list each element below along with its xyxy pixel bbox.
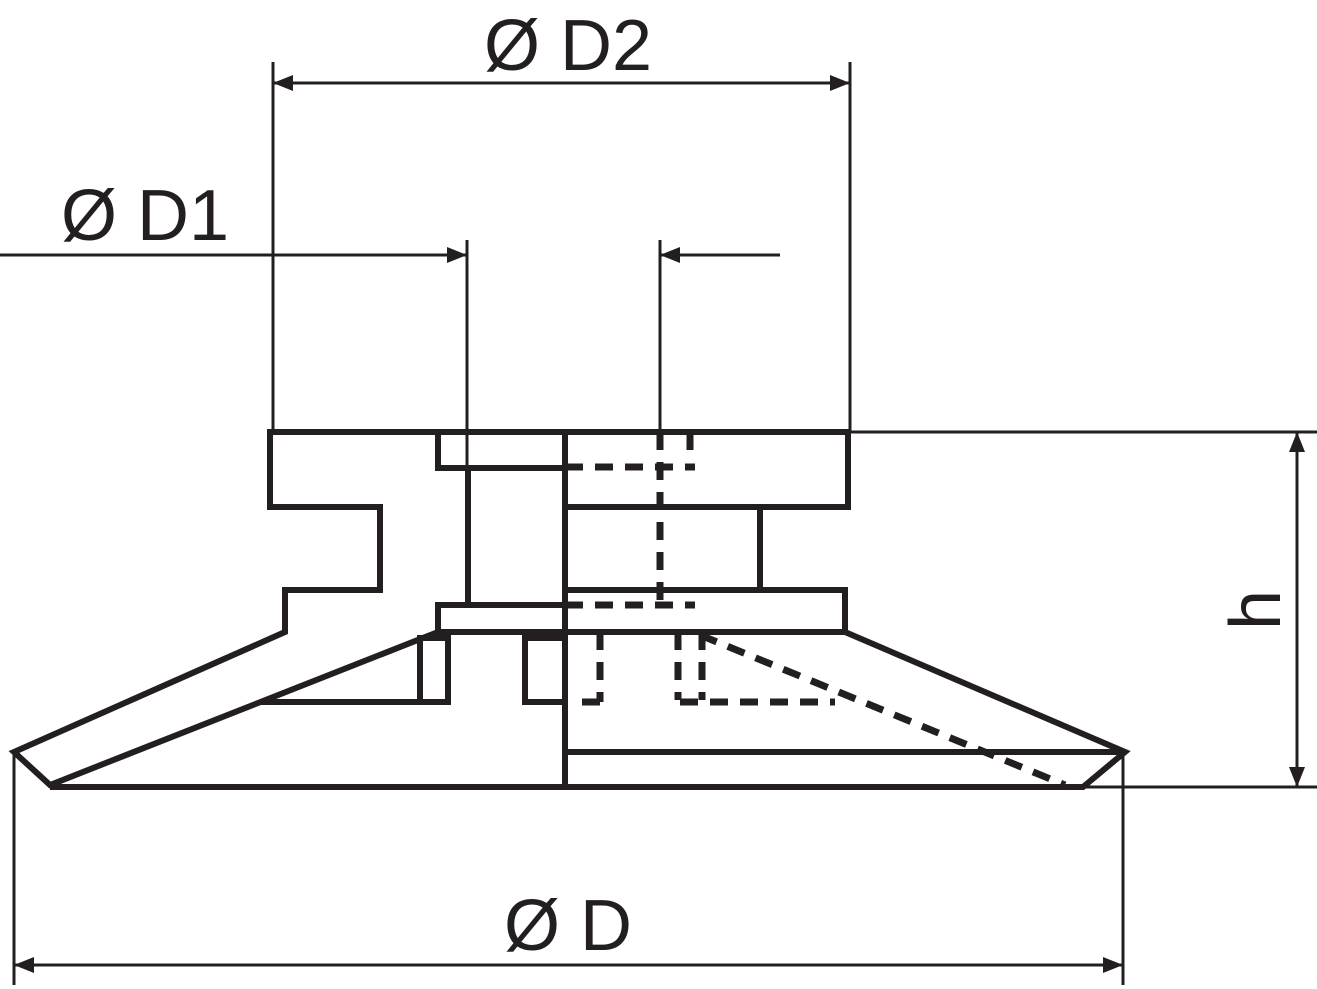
label-d1: Ø D1 — [61, 176, 229, 256]
left-insert — [417, 635, 451, 705]
label-h: h — [1216, 590, 1296, 630]
right-insert — [522, 635, 568, 705]
label-d2: Ø D2 — [484, 6, 652, 86]
dimension-lines — [0, 62, 1317, 985]
label-d: Ø D — [504, 886, 632, 966]
outline-lines — [50, 429, 1125, 790]
cup-cross-section — [8, 429, 471, 789]
hidden-lines — [565, 432, 1067, 789]
cup-body-view — [562, 429, 1131, 790]
